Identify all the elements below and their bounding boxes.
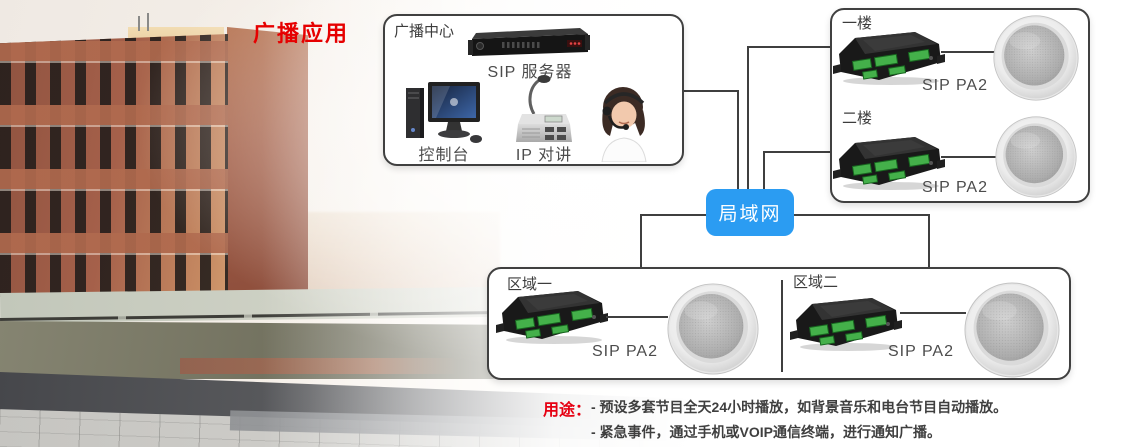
floor-2-device-label: SIP PA2 <box>922 179 988 196</box>
console-label: 控制台 <box>418 147 470 164</box>
connector-line <box>747 46 749 189</box>
ceiling-speaker-icon <box>667 283 759 375</box>
connector-line <box>941 51 995 53</box>
connector-line <box>900 312 966 314</box>
connector-line <box>606 316 668 318</box>
connector-line <box>763 151 847 153</box>
rack-server-icon <box>468 27 590 59</box>
broadcast-center-label: 广播中心 <box>394 23 455 40</box>
floor-1-device-label: SIP PA2 <box>922 77 988 94</box>
page-title: 广播应用 <box>253 21 350 46</box>
usage-label: 用途： <box>543 402 592 419</box>
sip-pa2-device-icon <box>496 287 608 345</box>
zone-1-label: 区域一 <box>507 276 553 293</box>
usage-line-1: - 预设多套节目全天24小时播放，如背景音乐和电台节目自动播放。 <box>591 399 1008 415</box>
intercom-label: IP 对讲 <box>515 147 573 164</box>
zone-2-device-label: SIP PA2 <box>888 343 954 360</box>
connector-line <box>737 90 739 189</box>
desktop-computer-icon <box>404 80 484 146</box>
connector-line <box>928 214 930 268</box>
usage-line-2: - 紧急事件，通过手机或VOIP通信终端，进行通知广播。 <box>591 424 942 440</box>
zone-2-label: 区域二 <box>793 274 839 291</box>
zone-1-device-label: SIP PA2 <box>592 343 658 360</box>
connector-line <box>640 214 642 268</box>
server-label: SIP 服务器 <box>487 64 573 81</box>
lan-node: 局域网 <box>706 189 794 236</box>
floor-1-label: 一楼 <box>842 15 873 32</box>
connector-line <box>763 151 765 189</box>
floor-2-label: 二楼 <box>842 110 873 127</box>
connector-line <box>941 156 997 158</box>
ip-intercom-icon <box>514 74 574 144</box>
connector-line <box>747 46 837 48</box>
ceiling-speaker-icon <box>964 282 1060 378</box>
connector-line <box>683 90 739 92</box>
connector-line <box>640 214 706 216</box>
operator-avatar <box>590 84 658 162</box>
connector-line <box>794 214 930 216</box>
zone-divider <box>781 280 783 372</box>
